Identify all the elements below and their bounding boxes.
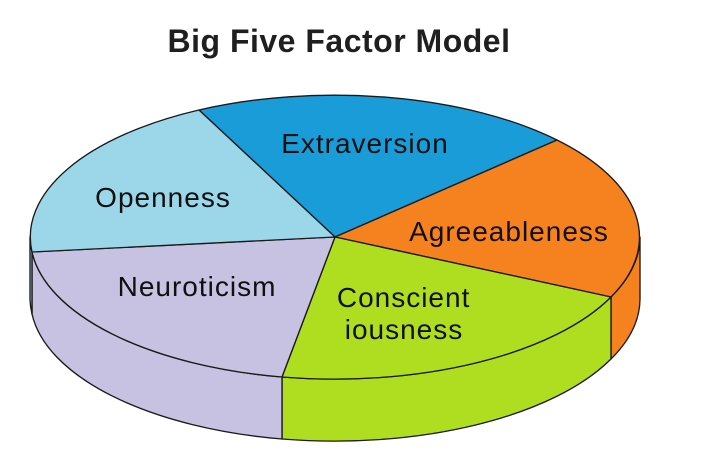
slice-labels: Extraversion Agreeableness Conscient iou…	[95, 128, 609, 345]
slice-label-conscientiousness: Conscient iousness	[337, 282, 479, 345]
chart-title: Big Five Factor Model	[168, 23, 511, 59]
slice-label-conscientiousness-line1: Conscient	[337, 282, 471, 313]
slice-label-extraversion: Extraversion	[281, 128, 449, 159]
slice-conscientiousness	[281, 236, 612, 380]
slice-label-conscientiousness-line2: iousness	[345, 314, 464, 345]
slice-extraversion	[198, 94, 558, 238]
slice-neuroticism	[31, 236, 336, 378]
pie-top-slices	[29, 94, 641, 380]
slice-label-openness: Openness	[95, 182, 231, 213]
slice-label-neuroticism: Neuroticism	[118, 271, 277, 302]
slice-agreeableness	[334, 139, 641, 298]
slice-label-agreeableness: Agreeableness	[409, 216, 609, 247]
slice-openness	[29, 109, 336, 253]
